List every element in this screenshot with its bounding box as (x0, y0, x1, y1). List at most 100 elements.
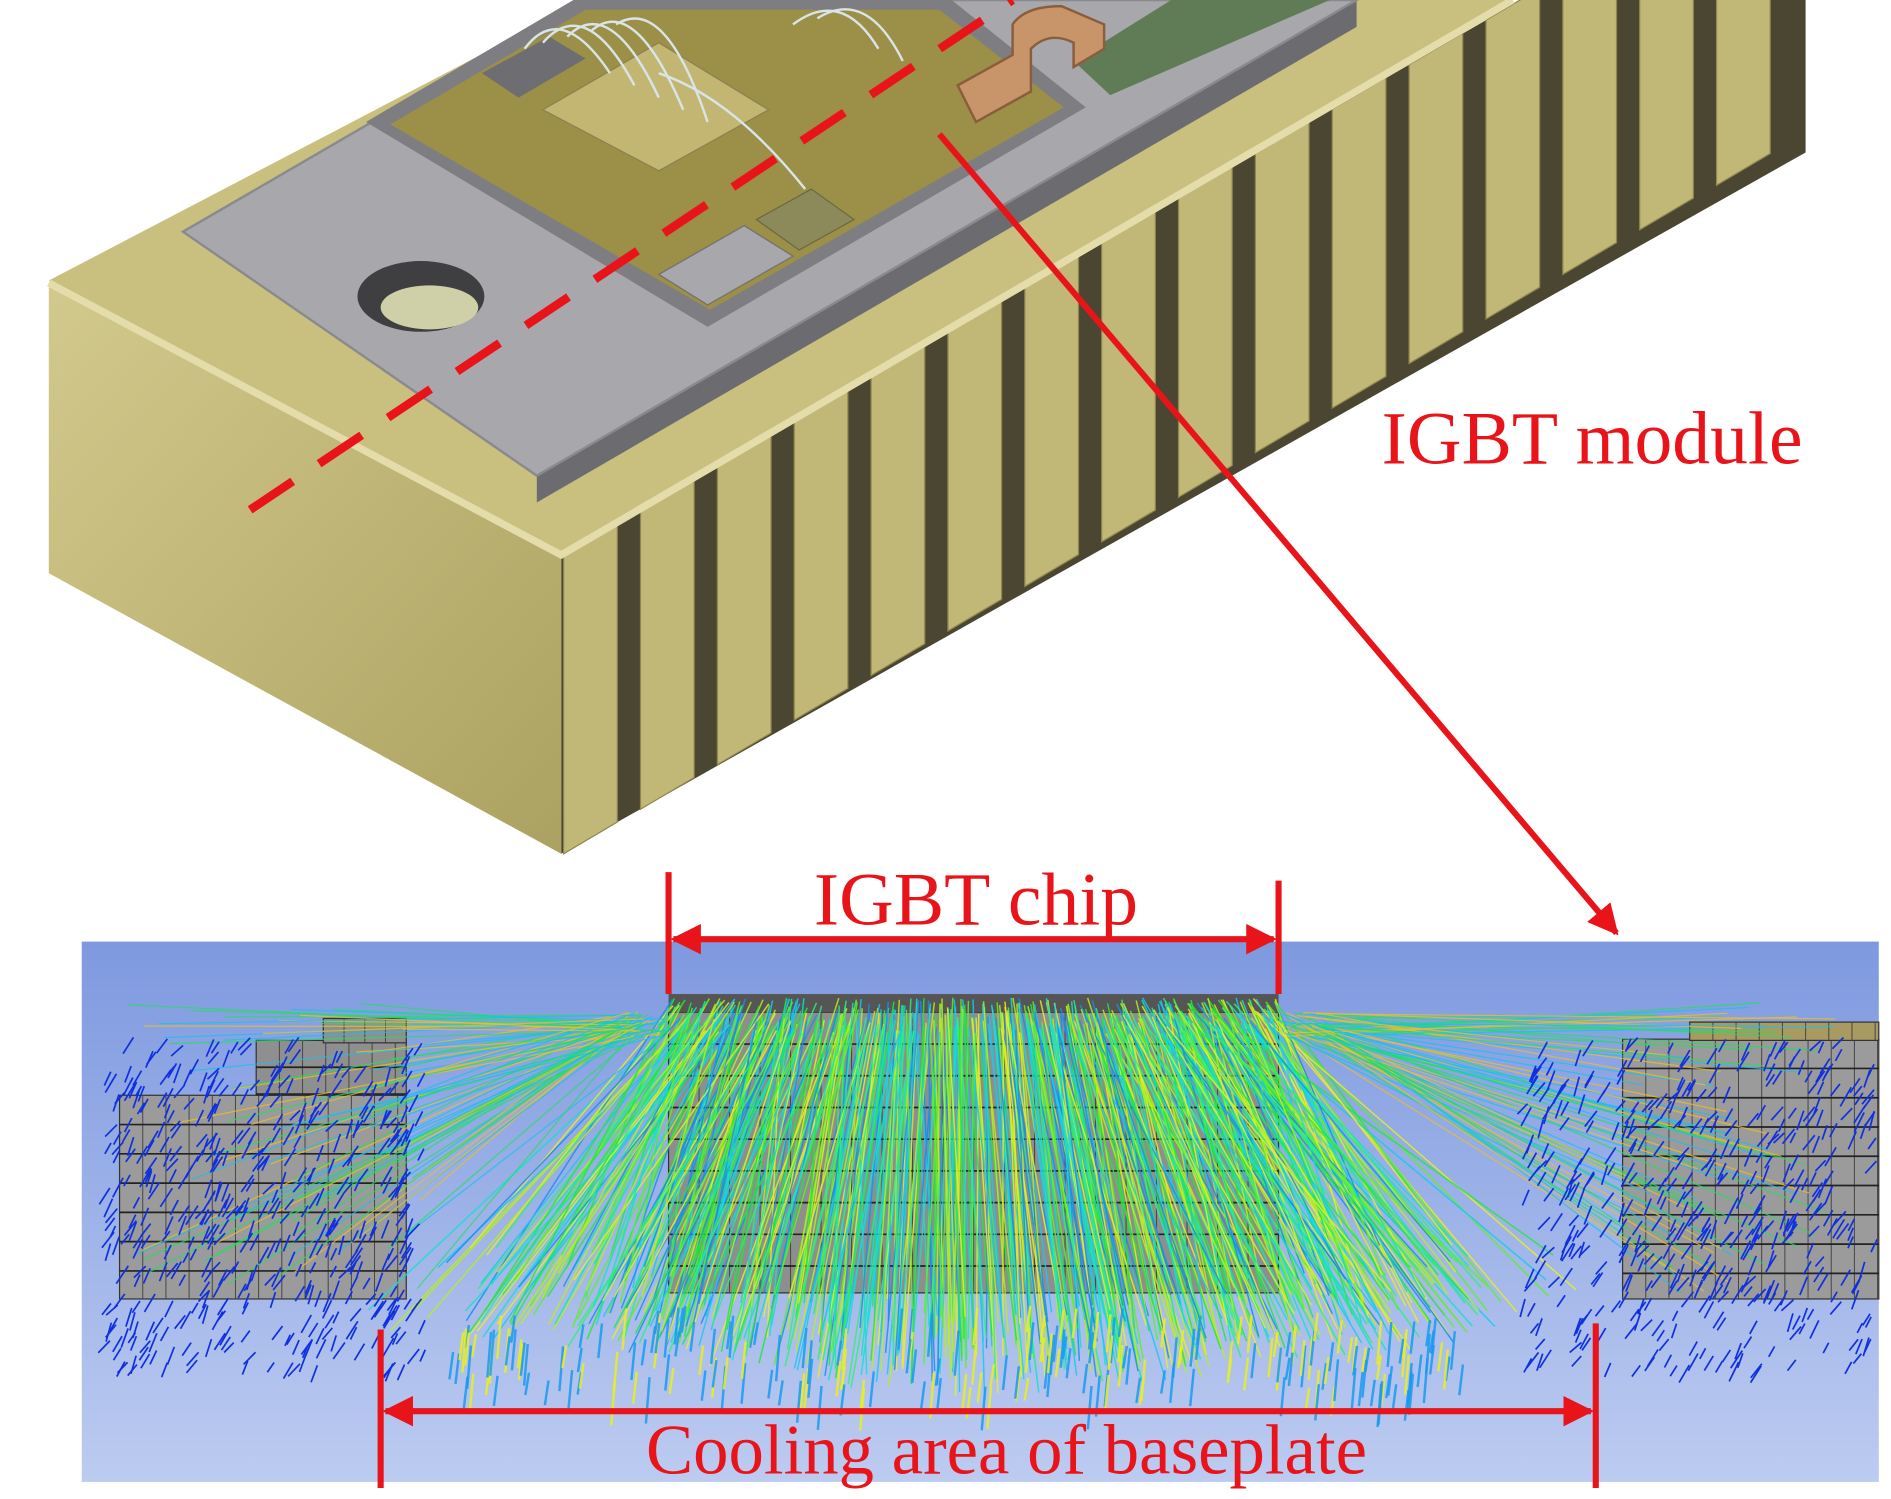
flow-vector (726, 1031, 789, 1330)
flow-vector (1657, 1177, 1667, 1192)
flow-vector (159, 1326, 170, 1342)
flow-vector (1055, 1020, 1167, 1381)
flow-vector (104, 1142, 112, 1155)
flow-vector (1813, 1266, 1825, 1283)
flow-vector (698, 1345, 705, 1375)
flow-vector (709, 1328, 717, 1365)
flow-vector (387, 1081, 399, 1096)
flow-vector (1749, 1365, 1762, 1384)
flow-vector (700, 1029, 824, 1324)
flow-vector (1724, 1119, 1738, 1137)
flow-vector (806, 1340, 813, 1385)
flow-vector (235, 1204, 244, 1216)
flow-vector (1210, 1007, 1455, 1328)
flow-vector (1195, 1315, 1202, 1346)
flow-vector (222, 1265, 236, 1281)
flow-vector (247, 1131, 257, 1145)
flow-vector (285, 1332, 295, 1346)
flow-vector (1102, 1018, 1222, 1350)
flow-vector (1061, 1015, 1129, 1306)
flow-vector (213, 1077, 225, 1093)
flow-vector (126, 1136, 135, 1157)
cooling-area-label: Cooling area of baseplate (646, 1411, 1367, 1489)
flow-vector (803, 1017, 824, 1304)
flow-vector (1804, 1108, 1819, 1127)
flow-vector (1712, 1284, 1724, 1300)
flow-vector (989, 1364, 996, 1388)
flow-vector (399, 1089, 411, 1104)
flow-vector (461, 1328, 468, 1373)
flow-vector (1049, 1334, 1056, 1376)
flow-vector (1789, 1183, 1801, 1204)
flow-vector (105, 1322, 113, 1342)
flow-vector (155, 1038, 169, 1054)
flow-vector (1536, 1353, 1544, 1372)
flow-vector (334, 1063, 344, 1079)
flow-vector (321, 1327, 333, 1341)
flow-vector (181, 1342, 192, 1357)
flow-vector (1847, 1227, 1854, 1241)
flow-vector (132, 1070, 143, 1086)
flow-vector (173, 1314, 186, 1330)
flow-vector (1024, 1327, 1031, 1373)
flow-vector (308, 1192, 320, 1210)
flow-vector (1740, 1179, 1750, 1195)
flow-vector (123, 1174, 131, 1187)
flow-vector (681, 1030, 835, 1345)
flow-vector (896, 998, 918, 1356)
flow-vector (753, 1021, 846, 1339)
flow-vector (1534, 1260, 1547, 1280)
flow-vector (170, 1123, 183, 1139)
flow-vector (1583, 1205, 1593, 1225)
flow-vector (793, 1003, 881, 1369)
flow-vector (1326, 1033, 1716, 1270)
flow-vector (753, 1322, 760, 1346)
flow-vector (1731, 1284, 1744, 1304)
flow-vector (1816, 1109, 1824, 1127)
flow-vector (510, 1032, 681, 1325)
flow-vector (1800, 1177, 1809, 1191)
flow-vector (1316, 1024, 1725, 1158)
flow-vector (128, 1214, 137, 1229)
flow-vector (123, 1117, 133, 1133)
flow-vector (1695, 1088, 1707, 1103)
flow-vector (1087, 1014, 1177, 1338)
flow-vector (335, 1050, 344, 1063)
flow-vector (362, 1080, 374, 1097)
flow-vector (240, 1174, 254, 1193)
flow-vector (258, 1017, 664, 1166)
flow-vector (212, 1150, 221, 1166)
flow-vector (314, 1290, 322, 1308)
flow-vector (163, 1104, 171, 1119)
flow-vector (1747, 1112, 1759, 1127)
flow-vector (995, 1017, 1022, 1318)
flow-vector (1538, 1349, 1552, 1369)
flow-vector (387, 1247, 394, 1261)
flow-vector (1722, 1086, 1731, 1104)
flow-vector (1553, 1083, 1567, 1102)
flow-vector (355, 1233, 367, 1253)
flow-vector (111, 1141, 124, 1156)
flow-vector (773, 1009, 860, 1296)
flow-vector (291, 1339, 300, 1355)
flow-vector (1579, 1245, 1591, 1257)
flow-vector (159, 1069, 172, 1086)
flow-vector (1688, 1341, 1698, 1357)
flow-vector (105, 1324, 117, 1338)
flow-vector (166, 1109, 175, 1124)
flow-vector (1740, 1042, 1751, 1061)
flow-vector (222, 1049, 231, 1068)
flow-vector (249, 1234, 260, 1251)
flow-vector (888, 1002, 936, 1386)
flow-vector (1861, 1089, 1875, 1105)
gate-block (481, 36, 586, 98)
flow-vector (387, 1029, 643, 1250)
flow-vector (318, 1100, 330, 1116)
flow-vector (1285, 1032, 1676, 1237)
flow-vector (369, 1083, 378, 1101)
flow-vector (240, 1088, 249, 1106)
flow-vector (884, 1001, 919, 1354)
flow-vector (1676, 1147, 1690, 1161)
flow-vector (1811, 1182, 1824, 1198)
flow-vector (926, 1312, 934, 1357)
